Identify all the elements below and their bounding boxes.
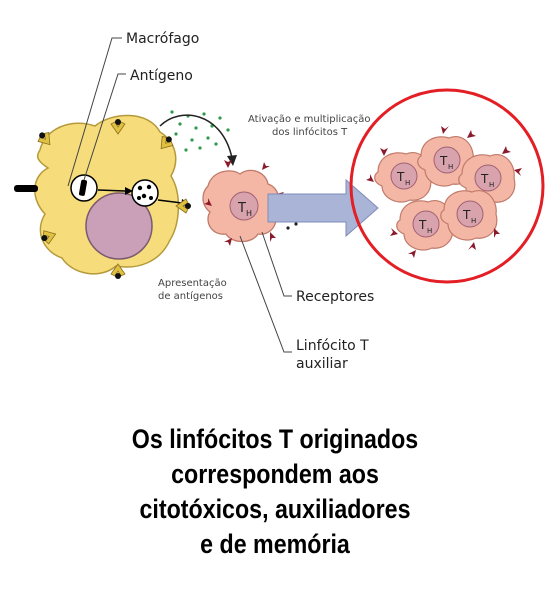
presentation-label-line2: de antígenos bbox=[158, 290, 223, 302]
antigen-label: Antígeno bbox=[130, 68, 193, 84]
lysosome bbox=[131, 179, 159, 207]
helper-label-line1: Linfócito T bbox=[296, 338, 369, 354]
svg-text:T: T bbox=[396, 170, 405, 184]
th-sub-label: H bbox=[246, 209, 252, 218]
svg-text:T: T bbox=[480, 172, 489, 186]
receptors-label: Receptores bbox=[296, 289, 374, 305]
cytokine-dots bbox=[170, 110, 230, 152]
svg-text:H: H bbox=[405, 179, 410, 187]
helper-label-line2: auxiliar bbox=[296, 356, 348, 372]
caption: Os linfócitos T originados correspondem … bbox=[39, 422, 512, 562]
presentation-label-line1: Apresentação bbox=[158, 278, 227, 289]
leader-lines bbox=[67, 37, 292, 353]
svg-text:H: H bbox=[427, 227, 432, 235]
surface-antigen-markers bbox=[37, 119, 191, 279]
th-label: T bbox=[237, 201, 246, 216]
macrophage-cell bbox=[14, 114, 190, 275]
caption-line-3: citotóxicos, auxiliadores bbox=[139, 494, 411, 524]
macrophage-label: Macrófago bbox=[126, 31, 199, 47]
caption-line-1: Os linfócitos T originados bbox=[131, 424, 419, 454]
caption-line-2: correspondem aos bbox=[171, 459, 379, 489]
caption-line-4: e de memória bbox=[200, 529, 350, 559]
svg-text:H: H bbox=[489, 181, 494, 189]
activation-label-line2: dos linfócitos T bbox=[272, 126, 348, 138]
svg-text:H: H bbox=[471, 217, 476, 225]
svg-text:H: H bbox=[448, 163, 453, 171]
svg-text:T: T bbox=[439, 154, 448, 168]
activation-label-line1: Ativação e multiplicação bbox=[248, 114, 371, 125]
activation-arrow bbox=[159, 114, 233, 159]
clone-highlight-circle bbox=[349, 88, 545, 284]
t-helper-cell: T H bbox=[202, 160, 284, 246]
macrophage-nucleus bbox=[85, 192, 153, 260]
svg-text:T: T bbox=[462, 208, 471, 222]
incoming-antigen bbox=[14, 185, 38, 192]
svg-text:T: T bbox=[418, 218, 427, 232]
